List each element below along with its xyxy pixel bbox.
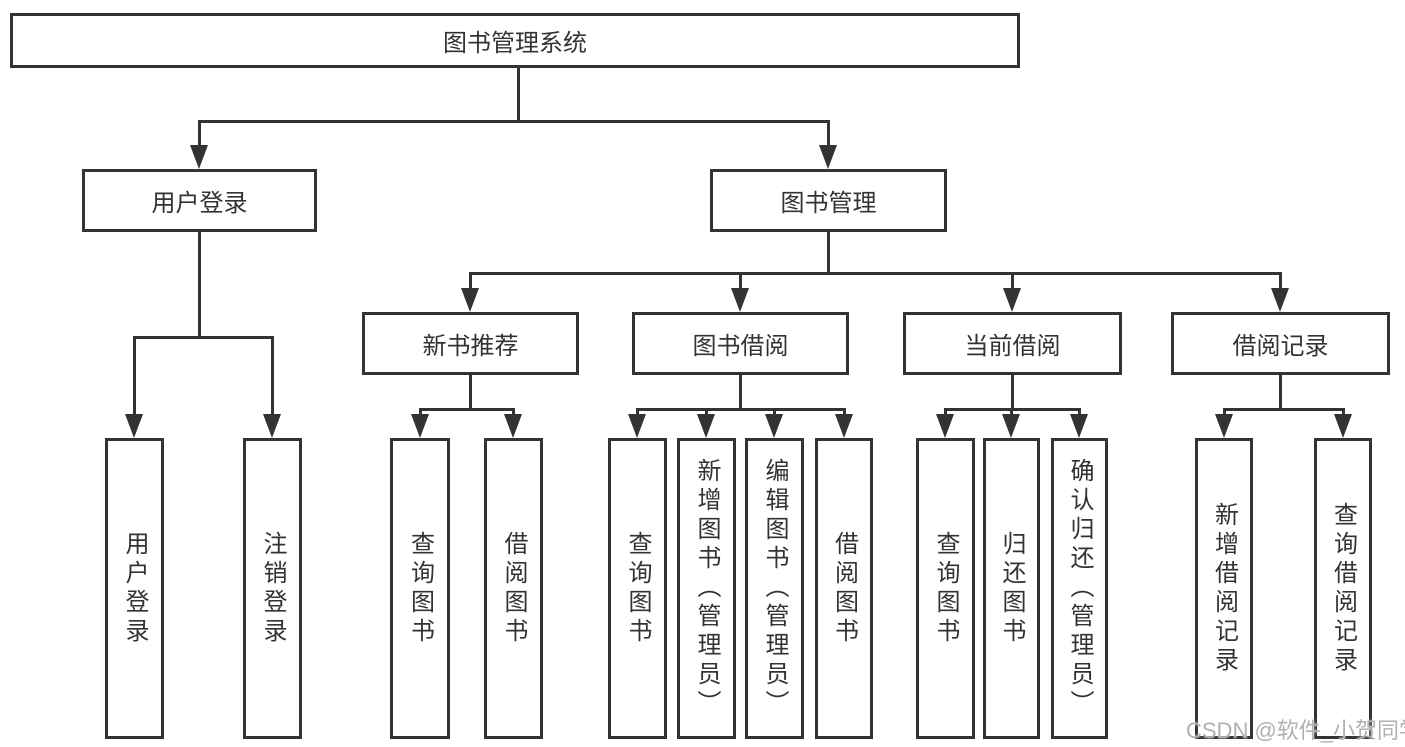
node-book-borrow: 图书借阅 [632,312,849,375]
connector-line [773,408,776,416]
connector-line [133,336,136,416]
node-borrow-records: 借阅记录 [1171,312,1390,375]
arrow-head [1215,414,1233,438]
arrow-head [411,414,429,438]
connector-line [419,408,515,411]
leaf-borrow-book-2: 借阅图书 [815,438,873,739]
leaf-borrow-book-1: 借阅图书 [484,438,543,739]
connector-line [1342,408,1345,416]
connector-line [1078,408,1081,416]
leaf-query-book-2: 查询图书 [608,438,667,739]
connector-line [944,408,947,416]
connector-line [739,272,742,292]
connector-line [843,408,846,416]
connector-line [198,232,201,336]
arrow-head [936,414,954,438]
connector-line [636,408,846,411]
connector-line [517,68,520,120]
connector-line [469,375,472,408]
connector-line [419,408,422,416]
connector-line [512,408,515,416]
connector-line [1010,408,1013,416]
connector-line [1011,375,1014,408]
connector-line [198,120,201,147]
arrow-head [263,414,281,438]
arrow-head [125,414,143,438]
leaf-edit-book-admin: 编辑图书（管理员） [745,438,804,739]
connector-line [271,336,274,416]
leaf-logout: 注销登录 [243,438,302,739]
connector-line [1223,408,1226,416]
connector-line [1279,272,1282,292]
connector-line [133,336,274,339]
node-user-login: 用户登录 [82,169,317,232]
leaf-query-book-1: 查询图书 [390,438,450,739]
leaf-query-borrow-record: 查询借阅记录 [1314,438,1372,739]
arrow-head [628,414,646,438]
leaf-add-book-admin: 新增图书（管理员） [677,438,736,739]
arrow-head [1271,288,1289,312]
node-new-book-recommend: 新书推荐 [362,312,579,375]
arrow-head [819,145,837,169]
node-book-management: 图书管理 [710,169,947,232]
connector-line [1223,408,1345,411]
arrow-head [835,414,853,438]
arrow-head [1070,414,1088,438]
connector-line [827,232,830,272]
arrow-head [190,145,208,169]
connector-line [636,408,639,416]
arrow-head [697,414,715,438]
connector-line [469,272,472,292]
arrow-head [765,414,783,438]
connector-line [1279,375,1282,408]
leaf-add-borrow-record: 新增借阅记录 [1195,438,1253,739]
connector-line [705,408,708,416]
connector-line [739,375,742,408]
arrow-head [1002,414,1020,438]
connector-line [469,272,1282,275]
leaf-confirm-return-admin: 确认归还（管理员） [1051,438,1108,739]
arrow-head [1334,414,1352,438]
connector-line [198,120,830,123]
leaf-query-book-3: 查询图书 [916,438,975,739]
arrow-head [504,414,522,438]
leaf-return-book: 归还图书 [983,438,1040,739]
arrow-head [731,288,749,312]
arrow-head [461,288,479,312]
watermark: CSDN @软件_小贺同学 [1186,718,1405,743]
leaf-user-login: 用户登录 [105,438,164,739]
node-root-library-system: 图书管理系统 [10,13,1020,68]
node-current-borrow: 当前借阅 [903,312,1122,375]
arrow-head [1003,288,1021,312]
connector-line [827,120,830,147]
connector-line [1011,272,1014,292]
